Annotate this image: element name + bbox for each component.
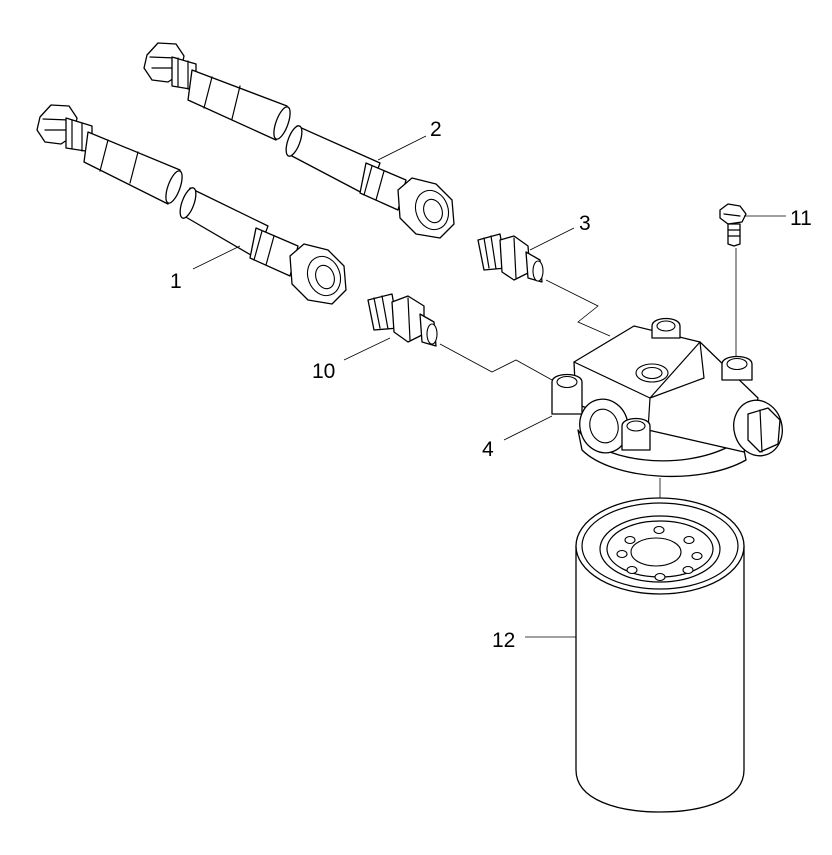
adapter-10-flow-line [439,343,553,381]
leader-lines [192,135,786,638]
bolt-11 [719,203,747,247]
callout-11: 11 [790,207,812,230]
hose-1-right-cut [179,187,197,219]
filter-flow-holes [616,525,703,582]
callout-12: 12 [492,629,515,652]
leader-4 [503,415,553,441]
leader-1 [192,245,241,270]
hose-1-left-section [83,131,181,205]
leader-2 [377,135,427,161]
filter-center-thread [630,537,682,567]
hose-2-left-cut [273,106,291,140]
hose-1 [36,104,347,305]
hose-2 [143,42,455,239]
callout-2: 2 [430,118,442,141]
adapter-3-flow-line [545,279,611,337]
leader-10 [343,337,391,361]
hose-2-right-cut [285,125,303,157]
hose-2-ferrule [359,162,407,211]
hose-2-left-bands [203,76,241,120]
hose-1-right-nut [289,243,347,305]
callout-labels: 1 2 3 4 10 11 12 [170,118,812,652]
hose-1-left-cut [165,170,183,204]
callout-3: 3 [579,212,591,235]
callout-10: 10 [312,360,335,383]
hose-1-left-bands [99,139,139,184]
filter-cartridge-12 [575,497,745,813]
adapter-10 [367,293,438,347]
filter-can-body [575,545,745,813]
callout-1: 1 [170,270,182,293]
hose-1-left-fitting [36,104,93,153]
filter-head-4 [551,317,783,478]
callout-4: 4 [482,438,494,461]
hose-2-right-nut [397,177,455,239]
hose-1-ferrule [249,227,299,277]
hose-2-left-fitting [143,42,197,91]
adapter-3 [477,233,544,283]
leader-3 [529,227,575,251]
hose-2-left-section [187,69,288,141]
